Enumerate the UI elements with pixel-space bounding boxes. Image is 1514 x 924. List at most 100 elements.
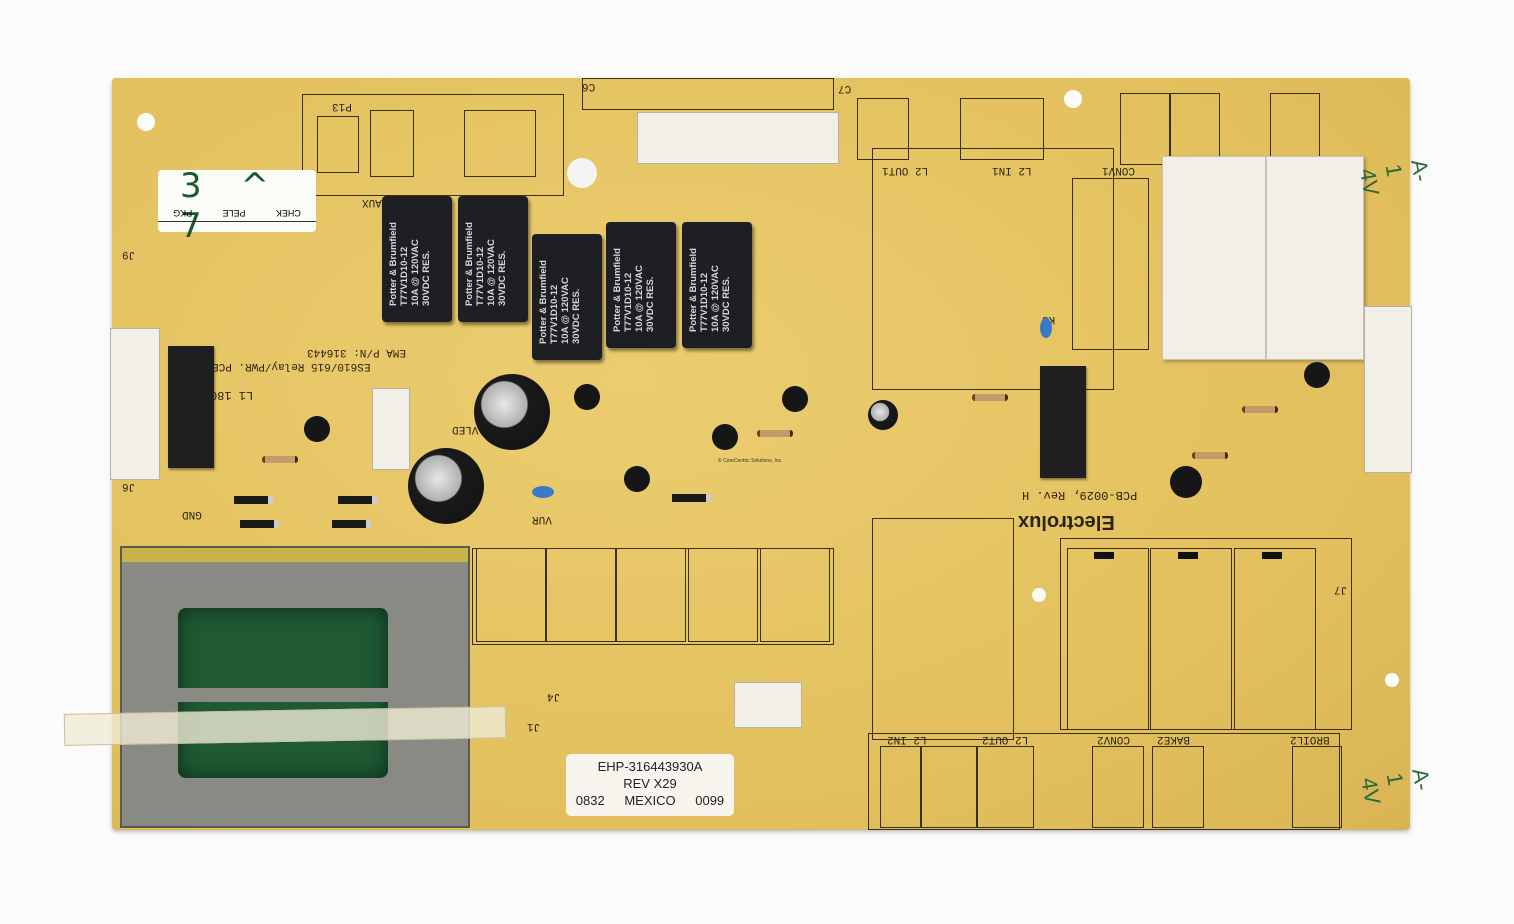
sticker-col: PELE: [222, 208, 246, 218]
k6-footprint: [1150, 548, 1232, 730]
p15-footprint: [370, 110, 414, 177]
label-vled: VLED: [452, 423, 479, 435]
p19-footprint: [464, 110, 536, 177]
label-bake2: BAKE2: [1157, 733, 1191, 745]
diode: [234, 496, 273, 504]
label-conv1: CONV1: [1102, 164, 1136, 176]
k4-footprint: [1234, 548, 1316, 730]
k13-footprint: [616, 548, 686, 642]
copyright-text: © CoreCentric Solutions, Inc.: [718, 458, 783, 464]
transformer-core: [178, 688, 388, 702]
transistor: [712, 424, 738, 450]
mounting-hole: [137, 113, 155, 131]
p11-footprint: [1120, 93, 1170, 165]
handwritten-mark: A-1 4V: [1356, 766, 1436, 807]
label-gnd: GND: [182, 508, 202, 520]
resistor: [757, 430, 793, 437]
connector-j2: [372, 388, 410, 470]
date-code-label: 0832: [575, 793, 605, 808]
electrolux-logo: Electrolux: [1018, 511, 1115, 533]
connector-j5: [1364, 306, 1412, 473]
k12-footprint: [688, 548, 758, 642]
ic-u3: [168, 346, 214, 468]
relay-pad: [1262, 552, 1282, 559]
k15-footprint: [546, 548, 616, 642]
relay-pad: [1178, 552, 1198, 559]
resistor: [1242, 406, 1278, 413]
sticker-col: CHEK: [275, 208, 301, 218]
transistor: [782, 386, 808, 412]
p10-footprint: [1152, 746, 1204, 828]
connector-j6: [110, 328, 160, 480]
k10-footprint: [760, 548, 830, 642]
connector-footprint: [302, 94, 564, 196]
p16-footprint: [317, 116, 359, 173]
lot-code-label: 0099: [695, 793, 725, 808]
transformer-bracket: [122, 548, 468, 562]
diode: [338, 496, 377, 504]
resistor: [262, 456, 298, 463]
label-j6: J6: [122, 480, 136, 492]
part-number-label: EHP-316443930A REV X29 0832 MEXICO 0099: [566, 754, 734, 816]
mounting-hole: [1385, 673, 1399, 687]
transistor: [574, 384, 600, 410]
revision: REV X29: [623, 776, 677, 791]
date-code: L1 180: [210, 388, 254, 402]
p9-footprint: [1170, 93, 1220, 165]
connector-footprint-top: [582, 78, 834, 110]
label-c7: C7: [838, 82, 852, 94]
transistor: [1170, 466, 1202, 498]
label-j9: J9: [122, 248, 136, 260]
circuit-board: Electrolux PCB-0029, Rev. H ES610/615 Re…: [63, 78, 1436, 830]
p1-footprint: [857, 98, 909, 160]
p2-footprint: [977, 746, 1034, 828]
mounting-hole: [567, 158, 597, 188]
p7-footprint: [1270, 93, 1320, 165]
label-l2-out1: L2 OUT1: [882, 164, 929, 176]
label-j7: J7: [1334, 583, 1348, 595]
white-relay-right: [1266, 156, 1364, 360]
k17-footprint: [476, 548, 546, 642]
connector-footprint-bottom: [868, 733, 1340, 830]
p18-footprint: [920, 746, 977, 828]
label-vur: VUR: [532, 513, 552, 525]
white-relay-left: [1162, 156, 1266, 360]
component-footprint: [1072, 178, 1149, 350]
ceramic-capacitor-c3: [532, 486, 554, 498]
mounting-hole: [1032, 588, 1046, 602]
p8-footprint: [1292, 746, 1342, 828]
connector-j4: [734, 682, 802, 728]
p17-p3-footprint: [960, 98, 1044, 160]
small-capacitor: [868, 400, 898, 430]
k8-footprint: [1067, 548, 1149, 730]
origin-label: MEXICO: [624, 793, 676, 808]
label-j1: J1: [527, 720, 541, 732]
electrolytic-capacitor: [408, 448, 484, 524]
diode: [240, 520, 279, 528]
p4-footprint: [880, 746, 922, 828]
label-p13: P13: [332, 100, 352, 112]
diode: [672, 494, 711, 502]
mounting-hole: [1064, 90, 1082, 108]
pcb-id: PCB-0029, Rev. H: [1022, 488, 1138, 502]
transistor: [1304, 362, 1330, 388]
relay-footprint-k2: [872, 518, 1014, 740]
part-number: EHP-316443930A: [597, 759, 703, 774]
transistor: [624, 466, 650, 492]
resistor: [972, 394, 1008, 401]
diode: [332, 520, 371, 528]
board-title: ES610/615 Relay/PWR. PCB: [212, 360, 371, 372]
ceramic-capacitor-c12: [1040, 318, 1052, 338]
label-l2-in1: L2 IN1: [992, 164, 1032, 176]
relay-pad: [1094, 552, 1114, 559]
p12-footprint: [1092, 746, 1144, 828]
relay-footprint-k1: [872, 148, 1114, 390]
handwritten-mark: 3 ^ 7: [180, 166, 283, 246]
transformer: [120, 546, 470, 828]
ema-part-number: EMA P/N: 316443: [307, 346, 407, 358]
label-l2-out2: L2 OUT2: [982, 733, 1029, 745]
label-c6: C6: [582, 80, 596, 92]
